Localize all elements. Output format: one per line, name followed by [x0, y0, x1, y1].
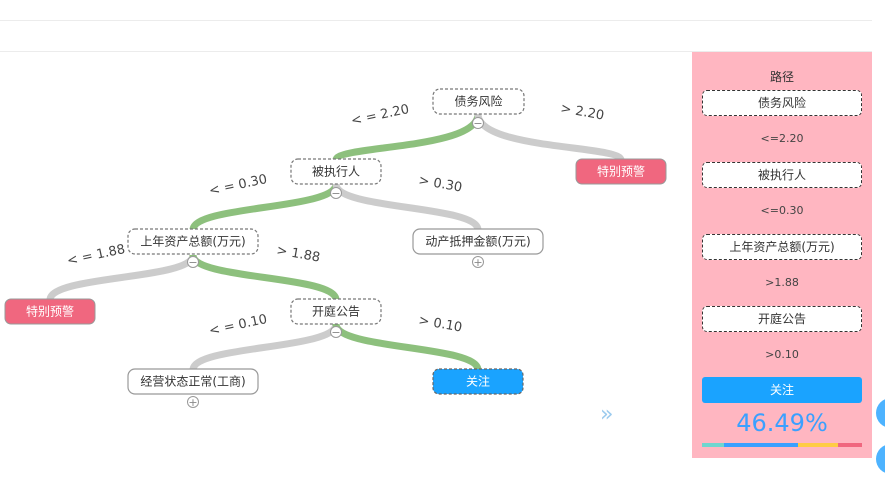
- svg-text:−: −: [188, 256, 197, 269]
- tree-node-root[interactable]: 债务风险: [432, 88, 525, 115]
- tree-node-total-assets[interactable]: 上年资产总额(万元): [127, 228, 259, 255]
- floating-action-button[interactable]: [876, 398, 885, 428]
- tree-node-operating-status[interactable]: 经营状态正常(工商): [127, 368, 259, 395]
- edge-n3-n5: [46, 253, 197, 302]
- collapse-toggle-total-assets[interactable]: −: [187, 256, 199, 269]
- path-result: 关注: [702, 377, 862, 403]
- edge-label-n1-left: < = 0.30: [208, 172, 269, 199]
- expand-toggle-operating-status[interactable]: +: [187, 396, 199, 409]
- edge-label-n6-right: > 0.10: [417, 313, 463, 335]
- svg-text:−: −: [331, 326, 340, 339]
- svg-text:开庭公告: 开庭公告: [312, 304, 360, 319]
- collapse-toggle-root[interactable]: −: [472, 117, 484, 130]
- path-step-condition: <=0.30: [760, 204, 804, 217]
- svg-text:−: −: [331, 187, 340, 200]
- path-step-node: 上年资产总额(万元): [702, 234, 862, 260]
- svg-text:特别预警: 特别预警: [26, 304, 74, 319]
- collapse-toggle-bei-zhixingren[interactable]: −: [330, 187, 342, 200]
- path-step-node: 开庭公告: [702, 306, 862, 332]
- svg-text:−: −: [473, 117, 482, 130]
- tree-node-warning-left[interactable]: 特别预警: [4, 298, 96, 325]
- tree-node-focus[interactable]: 关注: [432, 368, 524, 395]
- path-panel-title: 路径: [769, 70, 794, 84]
- probability-color-bar: [702, 443, 862, 447]
- svg-text:债务风险: 债务风险: [454, 94, 502, 109]
- svg-text:经营状态正常(工商): 经营状态正常(工商): [140, 374, 245, 389]
- svg-text:关注: 关注: [466, 374, 490, 389]
- chevron-double-right-icon[interactable]: »: [600, 402, 613, 427]
- edge-n1-n3: [189, 182, 340, 232]
- svg-text:+: +: [473, 256, 482, 269]
- path-step-node: 债务风险: [702, 90, 862, 116]
- edge-n3-n6: [189, 253, 340, 302]
- edge-n1-n4: [332, 182, 482, 232]
- path-step-condition: >0.10: [765, 348, 799, 361]
- tree-node-warning-top[interactable]: 特别预警: [575, 158, 667, 185]
- edge-label-n3-left: < = 1.88: [66, 242, 127, 269]
- edge-label-root-right: > 2.20: [559, 101, 605, 123]
- tree-node-bei-zhixingren[interactable]: 被执行人: [290, 158, 382, 185]
- edge-root-n1: [332, 113, 482, 162]
- floating-action-button[interactable]: [876, 444, 885, 474]
- edge-label-n1-right: > 0.30: [417, 173, 463, 195]
- edge-label-n3-right: > 1.88: [275, 243, 321, 265]
- edge-label-n6-left: < = 0.10: [208, 312, 269, 339]
- svg-text:被执行人: 被执行人: [312, 165, 360, 179]
- svg-text:上年资产总额(万元): 上年资产总额(万元): [140, 235, 245, 249]
- path-step-condition: <=2.20: [760, 132, 804, 145]
- edge-root-n2: [474, 113, 625, 163]
- svg-text:+: +: [188, 396, 197, 409]
- path-step-condition: >1.88: [765, 276, 799, 289]
- tree-node-chattel-mortgage[interactable]: 动产抵押金额(万元): [412, 228, 544, 255]
- expand-toggle-chattel-mortgage[interactable]: +: [472, 256, 484, 269]
- svg-text:特别预警: 特别预警: [597, 164, 645, 179]
- path-panel: 路径 债务风险 <=2.20 被执行人 <=0.30 上年资产总额(万元) >1…: [692, 52, 872, 458]
- path-step-node: 被执行人: [702, 162, 862, 188]
- collapse-toggle-court-notice[interactable]: −: [330, 326, 342, 339]
- decision-tree: < = 2.20 > 2.20 < = 0.30 > 0.30 < = 1.88…: [4, 88, 667, 427]
- probability-percent: 46.49%: [736, 409, 828, 437]
- decision-tree-canvas[interactable]: < = 2.20 > 2.20 < = 0.30 > 0.30 < = 1.88…: [0, 50, 690, 488]
- edge-label-root-left: < = 2.20: [350, 102, 411, 129]
- tree-node-court-notice[interactable]: 开庭公告: [290, 298, 382, 325]
- svg-text:动产抵押金额(万元): 动产抵押金额(万元): [425, 234, 530, 249]
- top-toolbar: [0, 20, 872, 52]
